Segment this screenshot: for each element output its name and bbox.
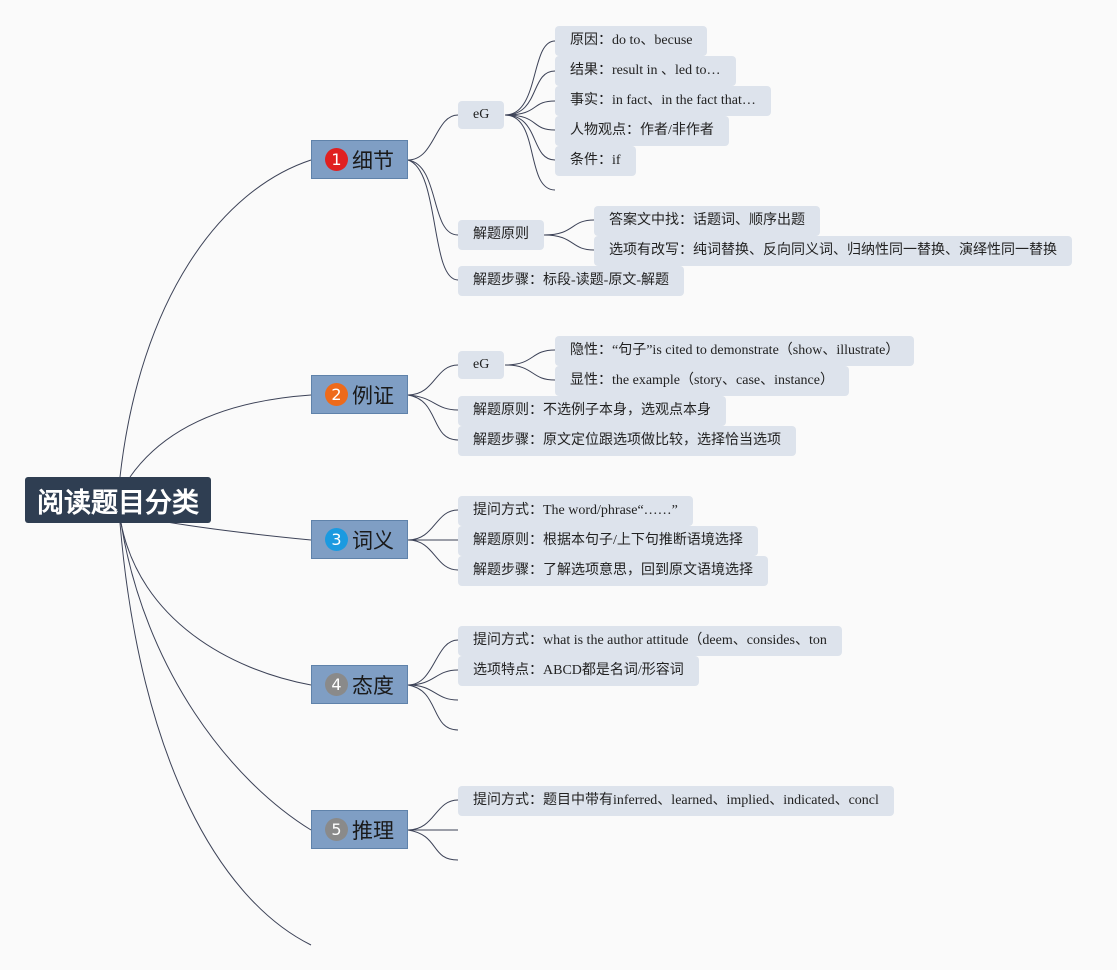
principle-node[interactable]: 解题原则：不选例子本身，选观点本身 [458, 396, 726, 426]
leaf-label: 选项特点：ABCD都是名词/形容词 [473, 663, 684, 678]
branch-example[interactable]: 2 例证 [311, 375, 408, 414]
connector-root-b3 [154, 519, 312, 541]
branch-details[interactable]: 1 细节 [311, 140, 408, 179]
branch-label: 推理 [352, 818, 394, 843]
leaf-label: 答案文中找：话题词、顺序出题 [609, 213, 805, 228]
root-topic-label: 阅读题目分类 [37, 487, 199, 519]
branch-attitude[interactable]: 4 态度 [311, 665, 408, 704]
branch-inference[interactable]: 5 推理 [311, 810, 408, 849]
branch-label: 细节 [352, 148, 394, 173]
connector-b1-steps [407, 159, 459, 281]
leaf-label: 解题原则 [473, 227, 529, 242]
leaf-label: 选项有改写：纯词替换、反向同义词、归纳性同一替换、演绎性同一替换 [609, 243, 1057, 258]
principle-node[interactable]: 解题原则 [458, 220, 544, 250]
question-format-node[interactable]: 提问方式：what is the author attitude（deem、co… [458, 626, 842, 656]
steps-node[interactable]: 解题步骤：了解选项意思，回到原文语境选择 [458, 556, 768, 586]
root-topic[interactable]: 阅读题目分类 [25, 477, 211, 523]
branch-label: 词义 [352, 528, 394, 553]
leaf-label: 解题原则：不选例子本身，选观点本身 [473, 403, 711, 418]
eg-node[interactable]: eG [458, 101, 505, 129]
number-3-icon: 3 [325, 528, 348, 551]
connector-root-b1 [119, 159, 312, 478]
eg-item-fact[interactable]: 事实：in fact、in the fact that… [555, 86, 771, 116]
number-5-icon: 5 [325, 818, 348, 841]
branch-label: 态度 [352, 673, 394, 698]
leaf-label: 提问方式：what is the author attitude（deem、co… [473, 633, 827, 648]
eg-item-result[interactable]: 结果：result in 、led to… [555, 56, 736, 86]
connector-b1-principle [407, 159, 459, 236]
leaf-label: 原因：do to、becuse [570, 33, 693, 48]
eg-label: eG [473, 107, 490, 122]
leaf-label: 显性：the example（story、case、instance） [570, 373, 834, 388]
branch-label: 例证 [352, 383, 394, 408]
eg-label: eG [473, 357, 490, 372]
connector-root-b5 [120, 522, 312, 831]
leaf-label: 解题步骤：了解选项意思，回到原文语境选择 [473, 563, 753, 578]
leaf-label: 人物观点：作者/非作者 [570, 123, 714, 138]
leaf-label: 条件：if [570, 153, 621, 168]
principle-node[interactable]: 解题原则：根据本句子/上下句推断语境选择 [458, 526, 758, 556]
leaf-label: 解题原则：根据本句子/上下句推断语境选择 [473, 533, 743, 548]
question-format-node[interactable]: 提问方式：The word/phrase“……” [458, 496, 693, 526]
steps-node[interactable]: 解题步骤：原文定位跟选项做比较，选择恰当选项 [458, 426, 796, 456]
leaf-label: 结果：result in 、led to… [570, 63, 721, 78]
eg-item-cause[interactable]: 原因：do to、becuse [555, 26, 708, 56]
branch-word-meaning[interactable]: 3 词义 [311, 520, 408, 559]
question-format-node[interactable]: 提问方式：题目中带有inferred、learned、implied、indic… [458, 786, 894, 816]
eg-item-condition[interactable]: 条件：if [555, 146, 636, 176]
principle-item-1[interactable]: 答案文中找：话题词、顺序出题 [594, 206, 820, 236]
connector-b2-eg [407, 364, 459, 396]
connector-root-tail [119, 522, 312, 946]
steps-node[interactable]: 解题步骤：标段-读题-原文-解题 [458, 266, 684, 296]
number-4-icon: 4 [325, 673, 348, 696]
leaf-label: 事实：in fact、in the fact that… [570, 93, 756, 108]
eg-item-explicit[interactable]: 显性：the example（story、case、instance） [555, 366, 849, 396]
leaf-label: 提问方式：题目中带有inferred、learned、implied、indic… [473, 793, 879, 808]
principle-item-2[interactable]: 选项有改写：纯词替换、反向同义词、归纳性同一替换、演绎性同一替换 [594, 236, 1072, 266]
connector-root-b2 [129, 394, 312, 478]
leaf-label: 解题步骤：原文定位跟选项做比较，选择恰当选项 [473, 433, 781, 448]
leaf-label: 提问方式：The word/phrase“……” [473, 503, 678, 518]
connector-root-b4 [120, 522, 312, 686]
leaf-label: 隐性：“句子”is cited to demonstrate（show、illu… [570, 343, 900, 358]
eg-item-opinion[interactable]: 人物观点：作者/非作者 [555, 116, 729, 146]
connector-b1-eg [407, 114, 459, 161]
leaf-label: 解题步骤：标段-读题-原文-解题 [473, 273, 669, 288]
eg-item-implicit[interactable]: 隐性：“句子”is cited to demonstrate（show、illu… [555, 336, 915, 366]
number-2-icon: 2 [325, 383, 348, 406]
number-1-icon: 1 [325, 148, 348, 171]
option-feature-node[interactable]: 选项特点：ABCD都是名词/形容词 [458, 656, 699, 686]
eg-node[interactable]: eG [458, 351, 505, 379]
